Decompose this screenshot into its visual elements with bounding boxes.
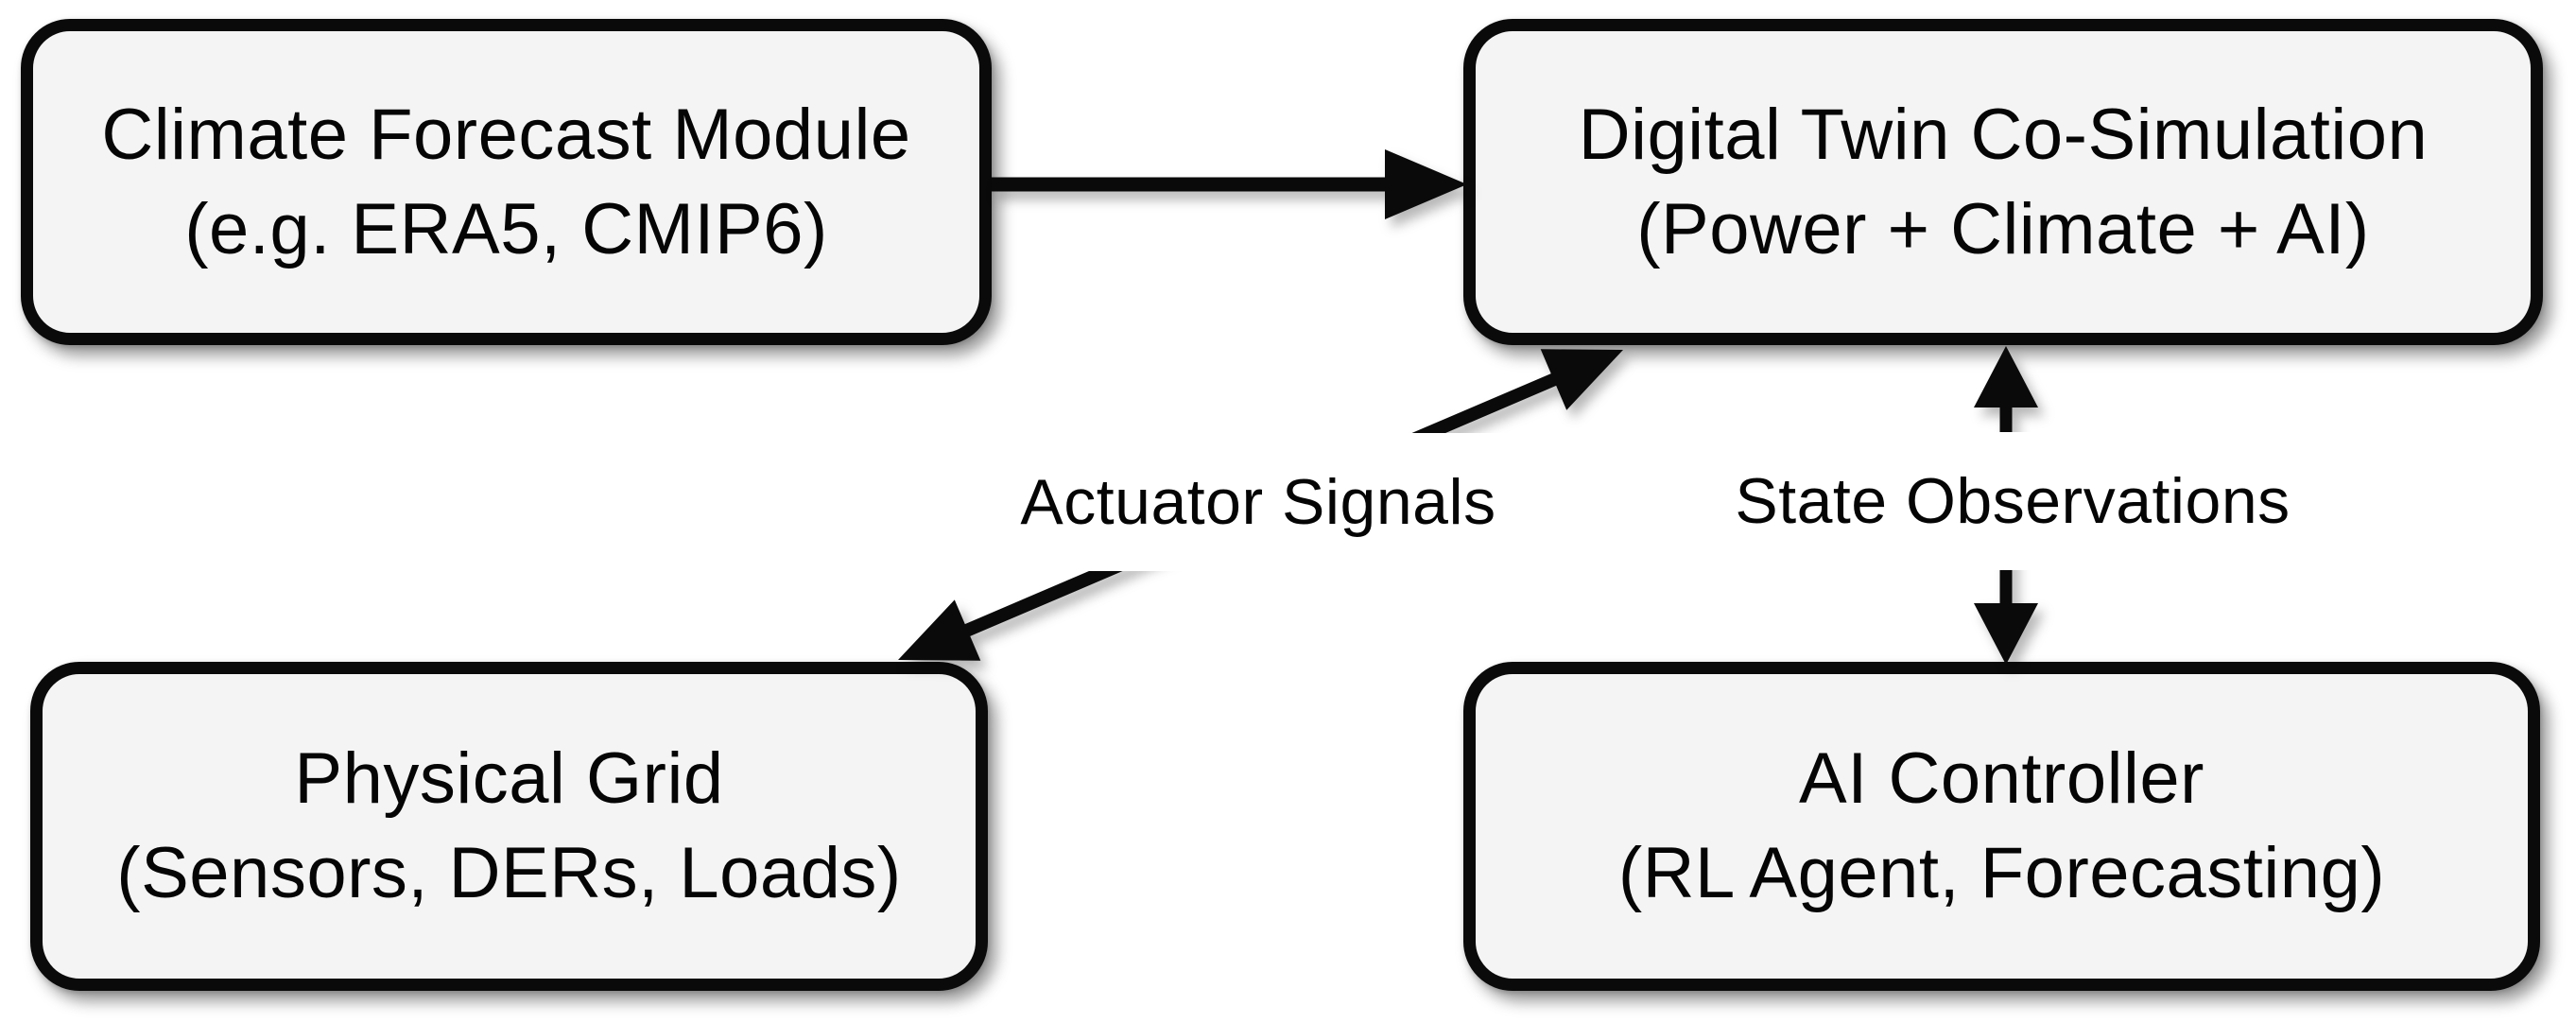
node-ai-controller: AI Controller (RL Agent, Forecasting)	[1463, 662, 2540, 991]
edge-label-actuator-signals: Actuator Signals	[994, 433, 1523, 571]
physical-grid-line2: (Sensors, DERs, Loads)	[116, 833, 902, 913]
arrowhead-up-icon	[1974, 346, 2038, 407]
node-climate-forecast-module: Climate Forecast Module (e.g. ERA5, CMIP…	[21, 19, 992, 345]
actuator-signals-text: Actuator Signals	[1020, 466, 1496, 538]
climate-forecast-module-line1: Climate Forecast Module	[101, 94, 911, 175]
arrowhead-down-left-icon	[898, 599, 981, 661]
node-digital-twin-co-simulation: Digital Twin Co-Simulation (Power + Clim…	[1463, 19, 2543, 345]
arrowhead-up-right-icon	[1540, 349, 1623, 410]
edge-label-state-observations: State Observations	[1710, 432, 2315, 570]
arrowhead-down-icon	[1974, 603, 2038, 665]
node-physical-grid: Physical Grid (Sensors, DERs, Loads)	[30, 662, 988, 991]
climate-forecast-module-line2: (e.g. ERA5, CMIP6)	[184, 188, 828, 269]
ai-controller-line1: AI Controller	[1799, 738, 2204, 819]
state-observations-text: State Observations	[1735, 465, 2291, 537]
arrow-climate-to-twin	[992, 149, 1467, 219]
digital-twin-co-simulation-line1: Digital Twin Co-Simulation	[1578, 94, 2429, 175]
digital-twin-co-simulation-line2: (Power + Climate + AI)	[1636, 188, 2370, 269]
physical-grid-line1: Physical Grid	[294, 738, 724, 819]
ai-controller-line2: (RL Agent, Forecasting)	[1617, 833, 2386, 913]
arrowhead-right-icon	[1385, 149, 1467, 219]
